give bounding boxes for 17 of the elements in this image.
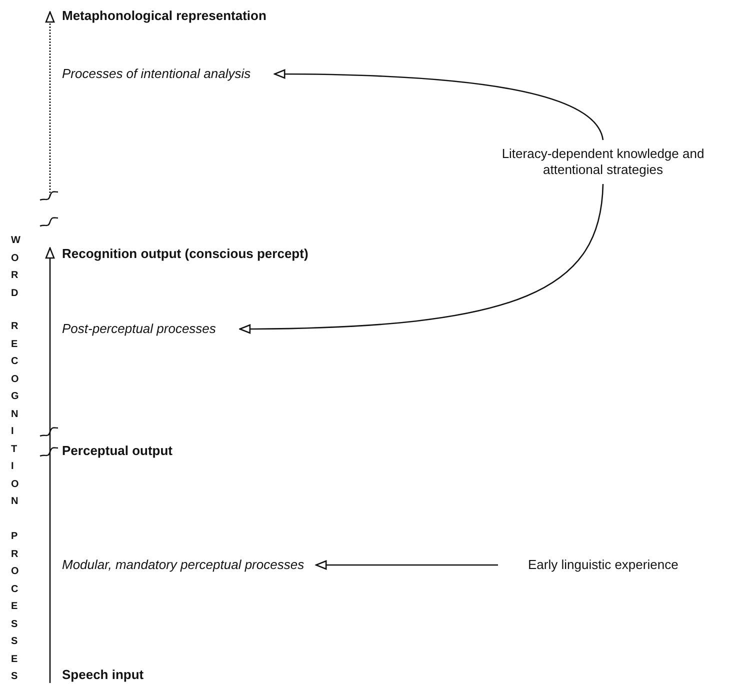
process-label: Post-perceptual processes	[62, 321, 216, 337]
stage-label: Metaphonological representation	[62, 8, 266, 24]
process-label: Modular, mandatory perceptual processes	[62, 557, 304, 573]
influence-label: Early linguistic experience	[528, 557, 678, 573]
influence-label: Literacy-dependent knowledge and attentional strategies	[478, 146, 728, 178]
stage-label: Recognition output (conscious percept)	[62, 246, 308, 262]
vertical-label: PROCESSES	[11, 530, 18, 684]
vertical-label: RECOGNITION	[11, 320, 18, 509]
arrow	[45, 11, 55, 196]
vertical-label: WORD	[11, 234, 18, 300]
arrow	[239, 184, 604, 334]
process-label: Processes of intentional analysis	[62, 66, 251, 82]
arrow	[45, 247, 55, 683]
arrow	[315, 560, 498, 570]
stage-label: Speech input	[62, 667, 144, 683]
stage-label: Perceptual output	[62, 443, 173, 459]
arrow	[274, 69, 604, 140]
